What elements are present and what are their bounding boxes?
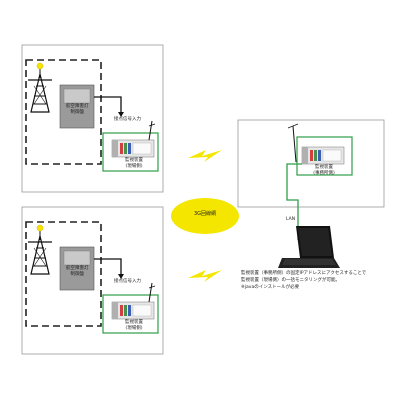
tower-icon xyxy=(28,62,52,113)
device-enclosure-green xyxy=(102,294,159,334)
lan-cable xyxy=(286,163,302,240)
control-panel-label: 航空障害灯 制御盤 xyxy=(66,266,89,277)
network-ellipse xyxy=(171,198,239,234)
antenna-icon xyxy=(148,120,156,141)
control-panel-label: 航空障害灯 制御盤 xyxy=(66,104,89,115)
signal-input-label: 接点信号入力 xyxy=(114,117,141,122)
site-1-dashed-enclosure xyxy=(25,59,102,165)
signal-wire xyxy=(94,96,122,113)
antenna-icon xyxy=(287,123,299,163)
office-device-enclosure-green xyxy=(296,136,353,176)
office-frame xyxy=(237,119,385,208)
office-note-line-2: 監視装置（現場側）の一括モニタリングが可能。 xyxy=(241,278,340,283)
lightning-bolt-icon xyxy=(188,150,222,162)
lan-label: LAN xyxy=(286,217,296,222)
signal-wire xyxy=(94,258,122,275)
monitor-device-icon xyxy=(111,301,155,320)
signal-input-label: 接点信号入力 xyxy=(114,279,141,284)
device-enclosure-green xyxy=(102,132,159,172)
office-note-line-3: ※javaのインストールが必要 xyxy=(241,285,300,290)
site-2-dashed-enclosure xyxy=(25,221,102,327)
network-label: 3G回線網 xyxy=(193,211,217,217)
office-device-label: 監視装置 (事務所側) xyxy=(313,165,335,176)
office-monitor-device-icon xyxy=(301,146,345,165)
device-label: 監視装置 (現場側) xyxy=(125,158,143,169)
device-label: 監視装置 (現場側) xyxy=(125,320,143,331)
laptop-icon xyxy=(278,226,340,268)
antenna-icon xyxy=(148,282,156,303)
site-1-frame xyxy=(21,44,164,193)
site-2-frame xyxy=(21,206,164,355)
tower-icon xyxy=(28,224,52,275)
monitor-device-icon xyxy=(111,139,155,158)
lightning-bolt-icon xyxy=(188,270,222,282)
office-note-line-1: 監視装置（事務所側）の固定IPアドレスにアクセスすることで xyxy=(241,271,367,276)
